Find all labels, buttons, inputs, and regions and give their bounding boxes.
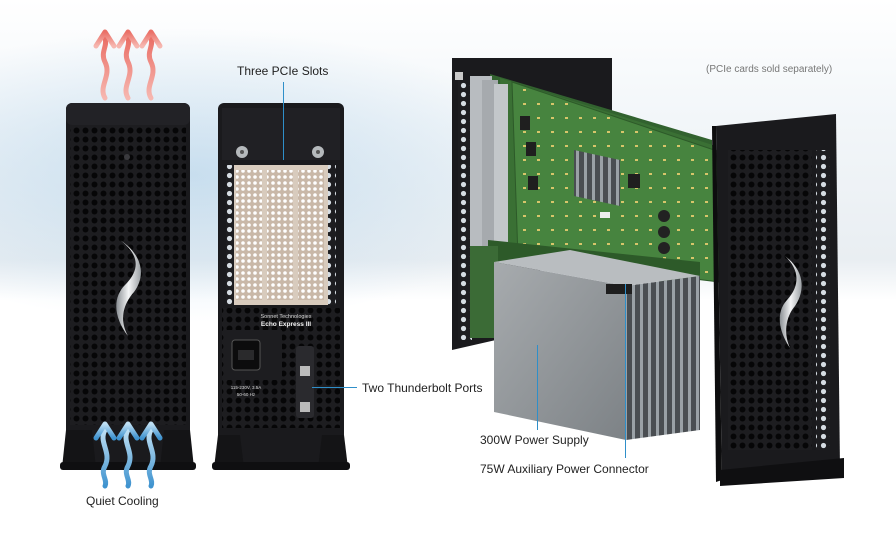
power-supply-label: 300W Power Supply	[480, 433, 589, 447]
thunderbolt-leader	[312, 387, 357, 388]
rear-brand-line2: Echo Express III	[261, 321, 311, 328]
aux-power-connector	[606, 284, 632, 294]
power-supply	[494, 250, 700, 440]
aux-power-label: 75W Auxiliary Power Connector	[480, 462, 649, 476]
rear-brand-line1: Sonnet Technologies	[261, 314, 312, 320]
thunderbolt-ports-label: Two Thunderbolt Ports	[362, 381, 483, 395]
cards-sold-separately-note: (PCIe cards sold separately)	[706, 64, 833, 75]
pcie-slots-leader	[283, 82, 284, 160]
quiet-cooling-label: Quiet Cooling	[86, 494, 159, 508]
heatsink-icon	[574, 150, 620, 206]
power-supply-leader	[537, 345, 538, 430]
hot-air-arrows-icon	[93, 29, 163, 101]
pcie-cards	[470, 74, 721, 283]
power-rating-line2: 50-60 Hz	[237, 392, 256, 397]
open-chassis-unit	[452, 58, 844, 486]
s-logo-icon-right	[779, 256, 802, 348]
pcie-slot-covers	[226, 165, 336, 305]
cool-air-arrows-icon	[93, 421, 163, 489]
power-rating-line1: 115-230V, 3.5A	[231, 385, 262, 390]
rear-view-unit	[212, 103, 350, 470]
front-view-unit	[60, 103, 196, 470]
pcie-slots-label: Three PCIe Slots	[237, 64, 329, 78]
s-logo-icon	[116, 240, 141, 336]
thunderbolt-port-1	[300, 366, 310, 376]
aux-power-leader	[625, 284, 626, 458]
thunderbolt-port-2	[300, 402, 310, 412]
